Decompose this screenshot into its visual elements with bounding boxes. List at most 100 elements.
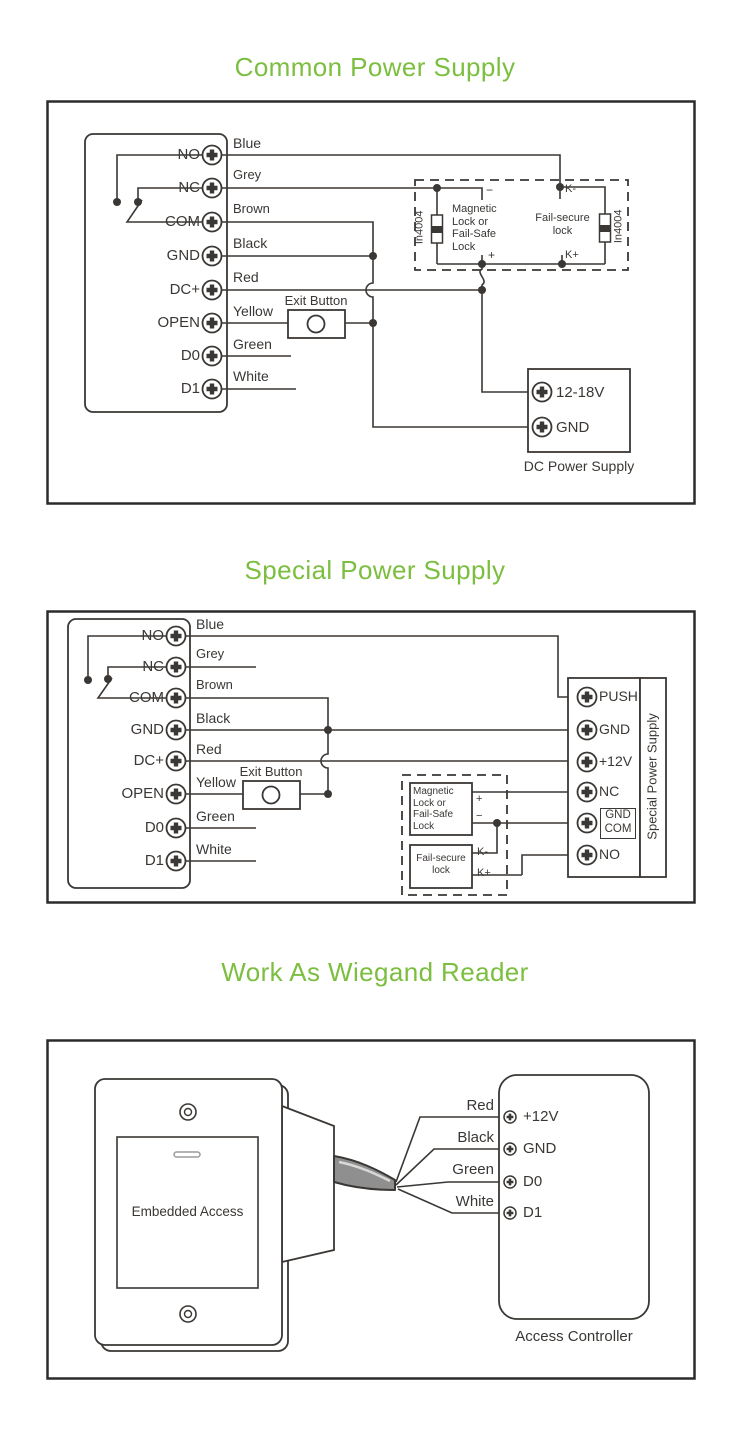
junction-dot: [104, 675, 112, 683]
screw-icon: [533, 383, 552, 402]
terminal-label-gnd: GND: [166, 247, 200, 264]
plus-label: +: [488, 248, 496, 262]
section1-title: Common Power Supply: [234, 52, 516, 82]
exit-button-circle: [261, 785, 281, 805]
screw-icon: [578, 846, 597, 865]
wire-label-white: White: [196, 841, 232, 857]
wire-label-red: Red: [233, 269, 259, 285]
black-wire: [395, 1148, 504, 1186]
brown-wire: [176, 697, 329, 730]
terminal-label-d1: D1: [144, 852, 164, 869]
screw-icon: [203, 314, 222, 333]
junction-dot: [478, 286, 486, 294]
junction-dot: [478, 260, 486, 268]
junction-dot: [324, 726, 332, 734]
screw-icon: [502, 1174, 518, 1190]
screw-icon: [203, 146, 222, 165]
lock-minus-wire: [437, 187, 483, 200]
access-controller-caption: Access Controller: [515, 1328, 633, 1345]
plus-feed-wire: [479, 264, 532, 393]
special-power-supply-diagram: NO NC COM GND DC+ OPEN D0 D1 Blue Grey B…: [46, 610, 696, 904]
wire-label-brown: Brown: [196, 677, 233, 692]
wire-label-yellow: Yellow: [196, 774, 236, 790]
cable-highlight: [338, 1160, 391, 1183]
cable: [333, 1155, 396, 1191]
k-plus-label: K+: [565, 249, 579, 261]
screw-icon: [502, 1205, 518, 1221]
exit-button-label: Exit Button: [239, 764, 303, 779]
diode-left-label: In4004: [413, 210, 426, 245]
exit-button-label: Exit Button: [284, 293, 348, 308]
wire-label-red: Red: [196, 741, 222, 757]
magnetic-lock-label: Magnetic Lock or Fail-Safe Lock: [413, 786, 454, 832]
screw-icon: [167, 721, 186, 740]
wire-label-grey: Grey: [233, 167, 262, 182]
screw-icon: [167, 852, 186, 871]
diode-right-label: In4004: [612, 209, 625, 244]
wire-label-green: Green: [452, 1161, 494, 1178]
wire-label-white: White: [233, 368, 269, 384]
terminal-label-d0: D0: [144, 819, 164, 836]
screw-icon: [167, 627, 186, 646]
screw-icon: [203, 380, 222, 399]
minus-label: −: [476, 810, 483, 822]
psu-label-gnd: GND: [599, 721, 631, 737]
screw-icon: [167, 689, 186, 708]
controller-label-gnd: GND: [523, 1140, 557, 1157]
diode-right-icon: [598, 213, 612, 243]
screw-icon: [578, 814, 597, 833]
terminal-label-nc: NC: [142, 658, 164, 675]
terminal-label-d0: D0: [180, 347, 200, 364]
psu-label-nc: NC: [599, 783, 620, 799]
plus-label: +: [476, 793, 483, 805]
brown-wire: [212, 221, 374, 256]
controller-label-12v: +12V: [523, 1108, 559, 1125]
exit-button-circle: [306, 314, 326, 334]
terminal-label-dc: DC+: [169, 281, 200, 298]
wire-label-green: Green: [233, 336, 272, 352]
junction-dot: [433, 184, 441, 192]
com-gnd-link-wire: [320, 730, 329, 794]
terminal-label-open: OPEN: [121, 785, 164, 802]
screw-icon: [502, 1141, 518, 1157]
k-minus-wire: [472, 823, 498, 854]
white-wire: [397, 1188, 504, 1214]
junction-dot: [113, 198, 121, 206]
special-psu-side-strip: [639, 677, 667, 878]
terminal-label-open: OPEN: [157, 314, 200, 331]
terminal-label-com: COM: [165, 213, 200, 230]
terminal-label-no: NO: [141, 627, 165, 644]
psu-label-no: NO: [599, 846, 620, 862]
wire-label-brown: Brown: [233, 201, 270, 216]
dc-power-supply-caption: DC Power Supply: [523, 458, 635, 474]
wire-label-black: Black: [233, 235, 268, 251]
terminal-label-com: COM: [129, 689, 164, 706]
access-controller-outline: [498, 1074, 650, 1320]
red-wire: [395, 1116, 504, 1183]
k-minus-label: K-: [477, 846, 488, 858]
common-power-supply-diagram: NO NC COM GND DC+ OPEN D0 D1 Blue Grey B…: [46, 100, 696, 505]
lock-dashed-enclosure: [414, 179, 629, 271]
blue-wire: [212, 154, 561, 187]
screw-icon: [203, 347, 222, 366]
screw-icon: [203, 247, 222, 266]
section3-title: Work As Wiegand Reader: [221, 957, 529, 987]
keypad-side-wedge: [281, 1104, 335, 1264]
wire-label-red: Red: [466, 1097, 494, 1114]
k-minus-label: K-: [565, 183, 576, 195]
terminal-label-no: NO: [177, 146, 201, 163]
junction-dot: [493, 819, 501, 827]
k-plus-label: K+: [477, 867, 491, 879]
terminal-block-outline: [84, 133, 228, 413]
special-power-supply-lineart: [46, 610, 696, 904]
screw-icon: [502, 1109, 518, 1125]
wire-label-yellow: Yellow: [233, 303, 273, 319]
screw-icon: [533, 418, 552, 437]
magnetic-lock-outline: [409, 782, 473, 836]
section1-border: [46, 100, 696, 505]
screw-icon: [578, 688, 597, 707]
wire-label-grey: Grey: [196, 646, 225, 661]
junction-dot: [369, 252, 377, 260]
screw-icon: [167, 752, 186, 771]
